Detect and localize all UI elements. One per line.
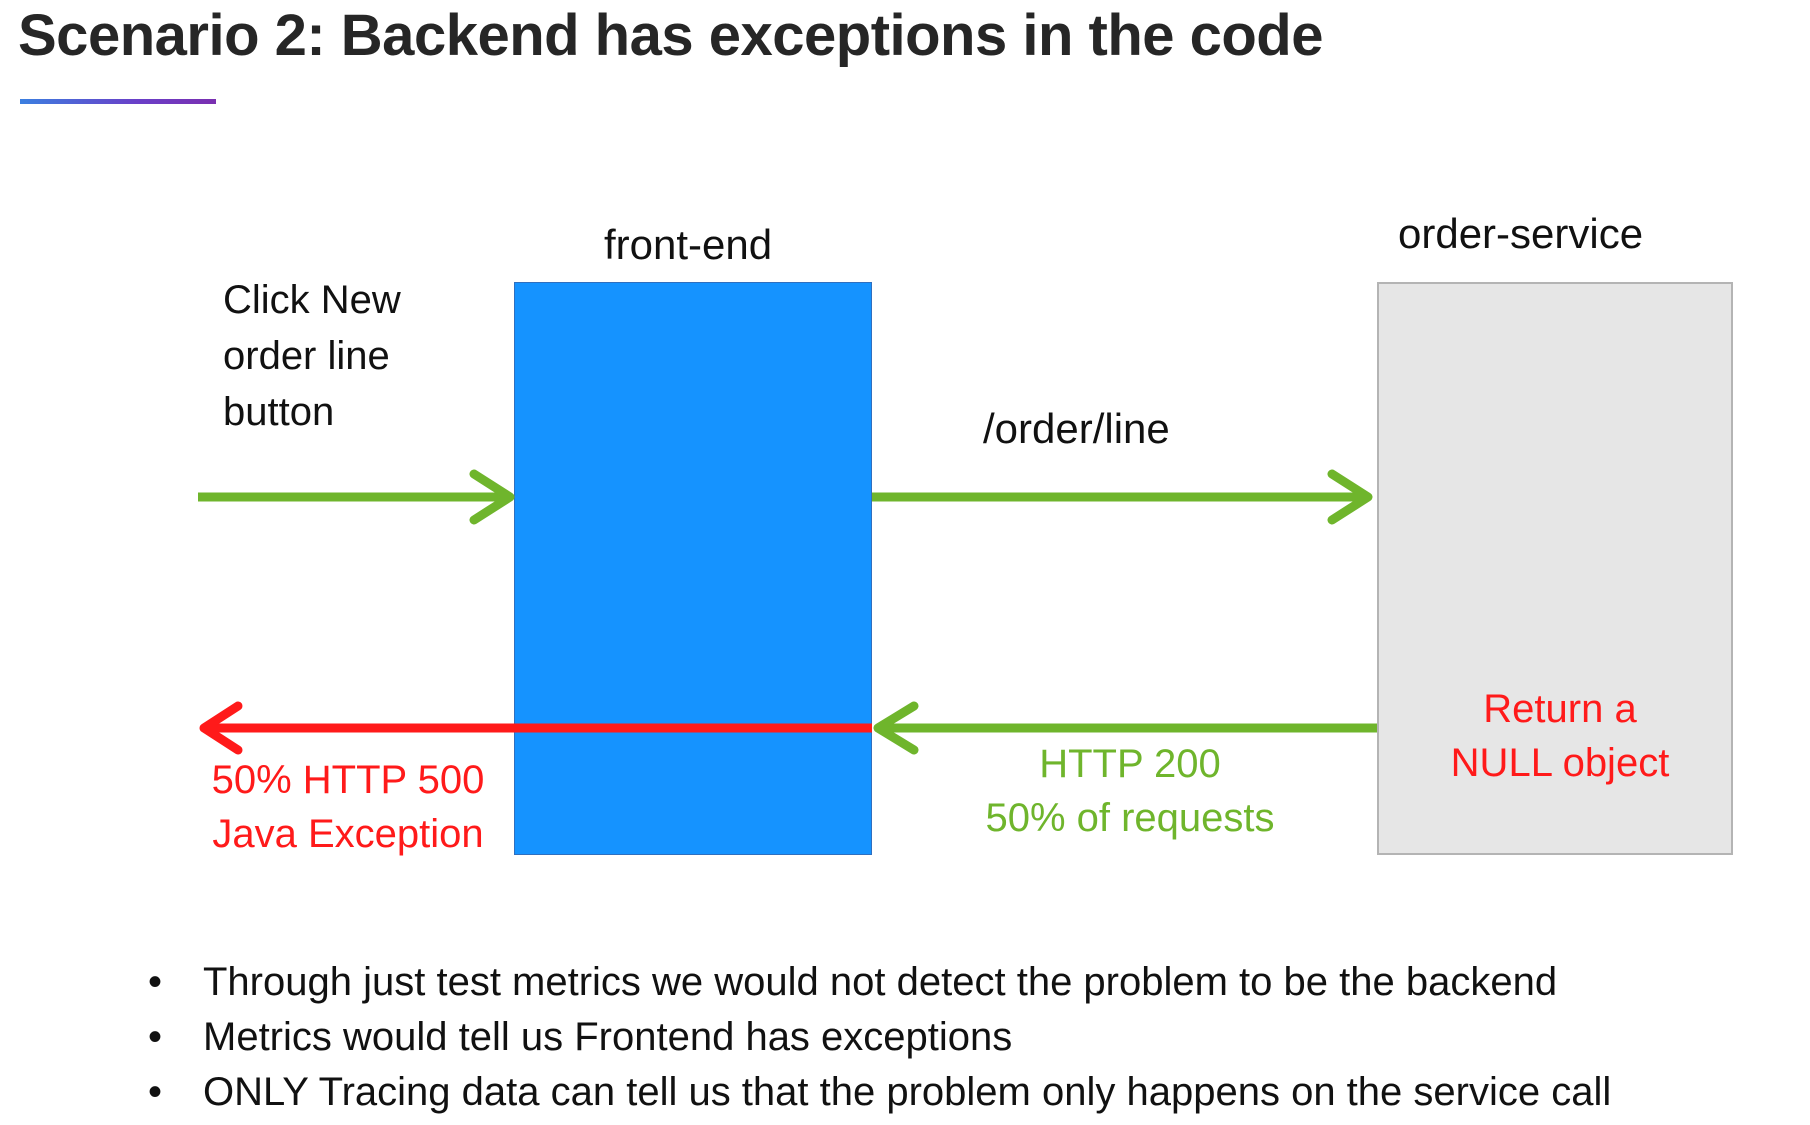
service-request-arrow <box>872 469 1373 525</box>
client-error-label: 50% HTTP 500 Java Exception <box>188 753 508 861</box>
bullet-text: Metrics would tell us Frontend has excep… <box>203 1015 1013 1059</box>
user-action-line-1: Click New <box>223 278 401 322</box>
user-action-line-3: button <box>223 390 335 434</box>
order-service-label: order-service <box>1398 210 1644 257</box>
order-service-box <box>1377 282 1733 855</box>
service-response-line-1: Return a <box>1483 687 1637 731</box>
slide-title: Scenario 2: Backend has exceptions in th… <box>18 3 1324 68</box>
list-item: • ONLY Tracing data can tell us that the … <box>140 1065 1611 1120</box>
service-response-label: Return a NULL object <box>1400 682 1720 790</box>
bullet-icon: • <box>148 1070 163 1114</box>
title-underline <box>20 99 216 104</box>
bullet-icon: • <box>148 1015 163 1059</box>
takeaways-list: • Through just test metrics we would not … <box>140 955 1611 1120</box>
bullet-icon: • <box>148 960 163 1004</box>
backend-response-line-1: HTTP 200 <box>1039 742 1221 786</box>
service-response-arrow <box>873 701 1377 755</box>
client-error-line-1: 50% HTTP 500 <box>211 758 485 802</box>
user-action-label: Click New order line button <box>223 272 401 440</box>
list-item: • Metrics would tell us Frontend has exce… <box>140 1010 1611 1065</box>
user-action-line-2: order line <box>223 334 390 378</box>
backend-response-label: HTTP 200 50% of requests <box>950 737 1310 845</box>
request-path-label: /order/line <box>983 405 1170 452</box>
list-item: • Through just test metrics we would not … <box>140 955 1611 1010</box>
client-error-line-2: Java Exception <box>212 812 484 856</box>
error-response-arrow <box>199 701 872 755</box>
service-response-line-2: NULL object <box>1450 741 1670 785</box>
front-end-label: front-end <box>604 221 773 268</box>
backend-response-line-2: 50% of requests <box>985 796 1275 840</box>
bullet-text: ONLY Tracing data can tell us that the p… <box>203 1070 1612 1114</box>
user-request-arrow <box>198 469 515 525</box>
front-end-box <box>514 282 872 855</box>
bullet-text: Through just test metrics we would not d… <box>203 960 1558 1004</box>
